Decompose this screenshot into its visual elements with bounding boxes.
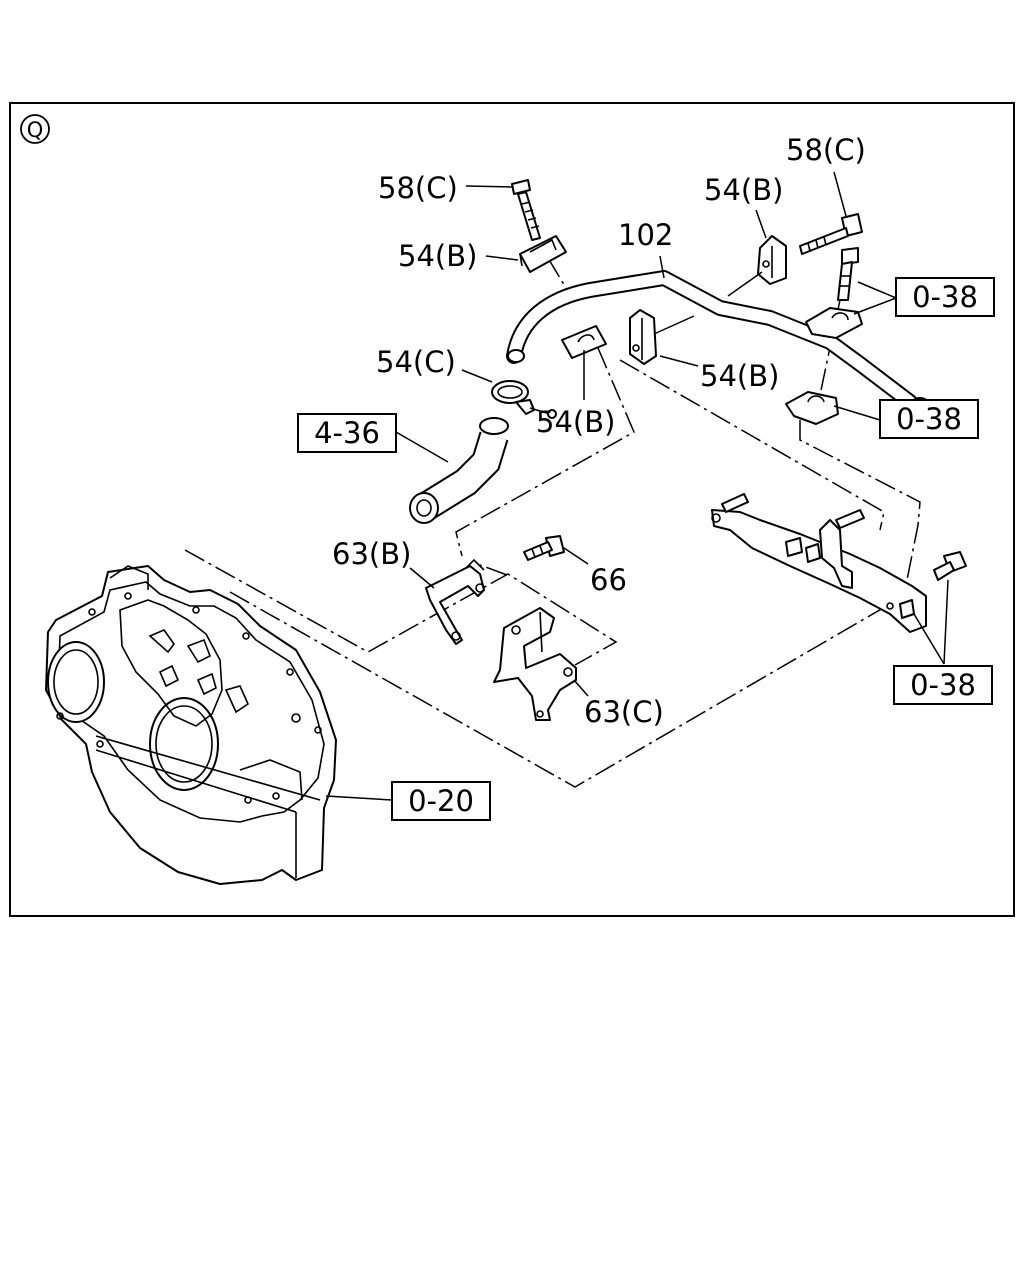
ref-4-36-text: 4-36 [314, 416, 380, 450]
label-63b: 63(B) [332, 537, 411, 571]
bracket-clip-0-38-upper [805, 307, 863, 339]
ref-0-38-mid-text: 0-38 [896, 402, 962, 436]
flywheel-housing [45, 565, 337, 885]
clip-54b-center [561, 325, 607, 359]
ref-0-38-top-text: 0-38 [912, 280, 978, 314]
alignment-lines [184, 257, 921, 788]
diagram-frame [9, 102, 1015, 917]
bolt-0-38-bottom [933, 551, 967, 581]
ref-box-0-38-mid[interactable]: 0-38 [879, 399, 979, 439]
ref-box-0-38-bottom[interactable]: 0-38 [893, 665, 993, 705]
clip-54b-top-left [519, 235, 567, 273]
bolt-66 [523, 535, 565, 561]
ref-0-38-bottom-text: 0-38 [910, 668, 976, 702]
ref-0-20-text: 0-20 [408, 784, 474, 818]
view-marker-letter: Q [27, 118, 44, 142]
bracket-clip-0-38-mid [785, 391, 839, 425]
hose-clamp-54c [491, 380, 557, 419]
label-54b-top-left: 54(B) [398, 239, 477, 273]
label-58c-right: 58(C) [786, 133, 866, 167]
leader-lines [325, 171, 949, 801]
view-marker: Q [20, 114, 50, 144]
bracket-63b [425, 558, 485, 645]
label-102: 102 [618, 218, 673, 252]
label-54c: 54(C) [376, 345, 456, 379]
bolt-0-38-top [837, 247, 859, 301]
clip-54b-mid-right [629, 309, 657, 365]
label-66: 66 [590, 563, 627, 597]
label-63c: 63(C) [584, 695, 664, 729]
label-54b-mid-right: 54(B) [700, 359, 779, 393]
bolt-58c-left [511, 179, 541, 241]
ref-box-0-38-top[interactable]: 0-38 [895, 277, 995, 317]
support-bracket [711, 493, 927, 633]
label-58c-left: 58(C) [378, 171, 458, 205]
bracket-63c [493, 607, 577, 721]
label-54b-center: 54(B) [536, 405, 615, 439]
label-54b-top-right: 54(B) [704, 173, 783, 207]
ref-box-4-36[interactable]: 4-36 [297, 413, 397, 453]
hose-4-36 [409, 417, 509, 524]
ref-box-0-20[interactable]: 0-20 [391, 781, 491, 821]
clip-54b-top-right [757, 235, 787, 285]
bolt-58c-right [799, 213, 863, 255]
